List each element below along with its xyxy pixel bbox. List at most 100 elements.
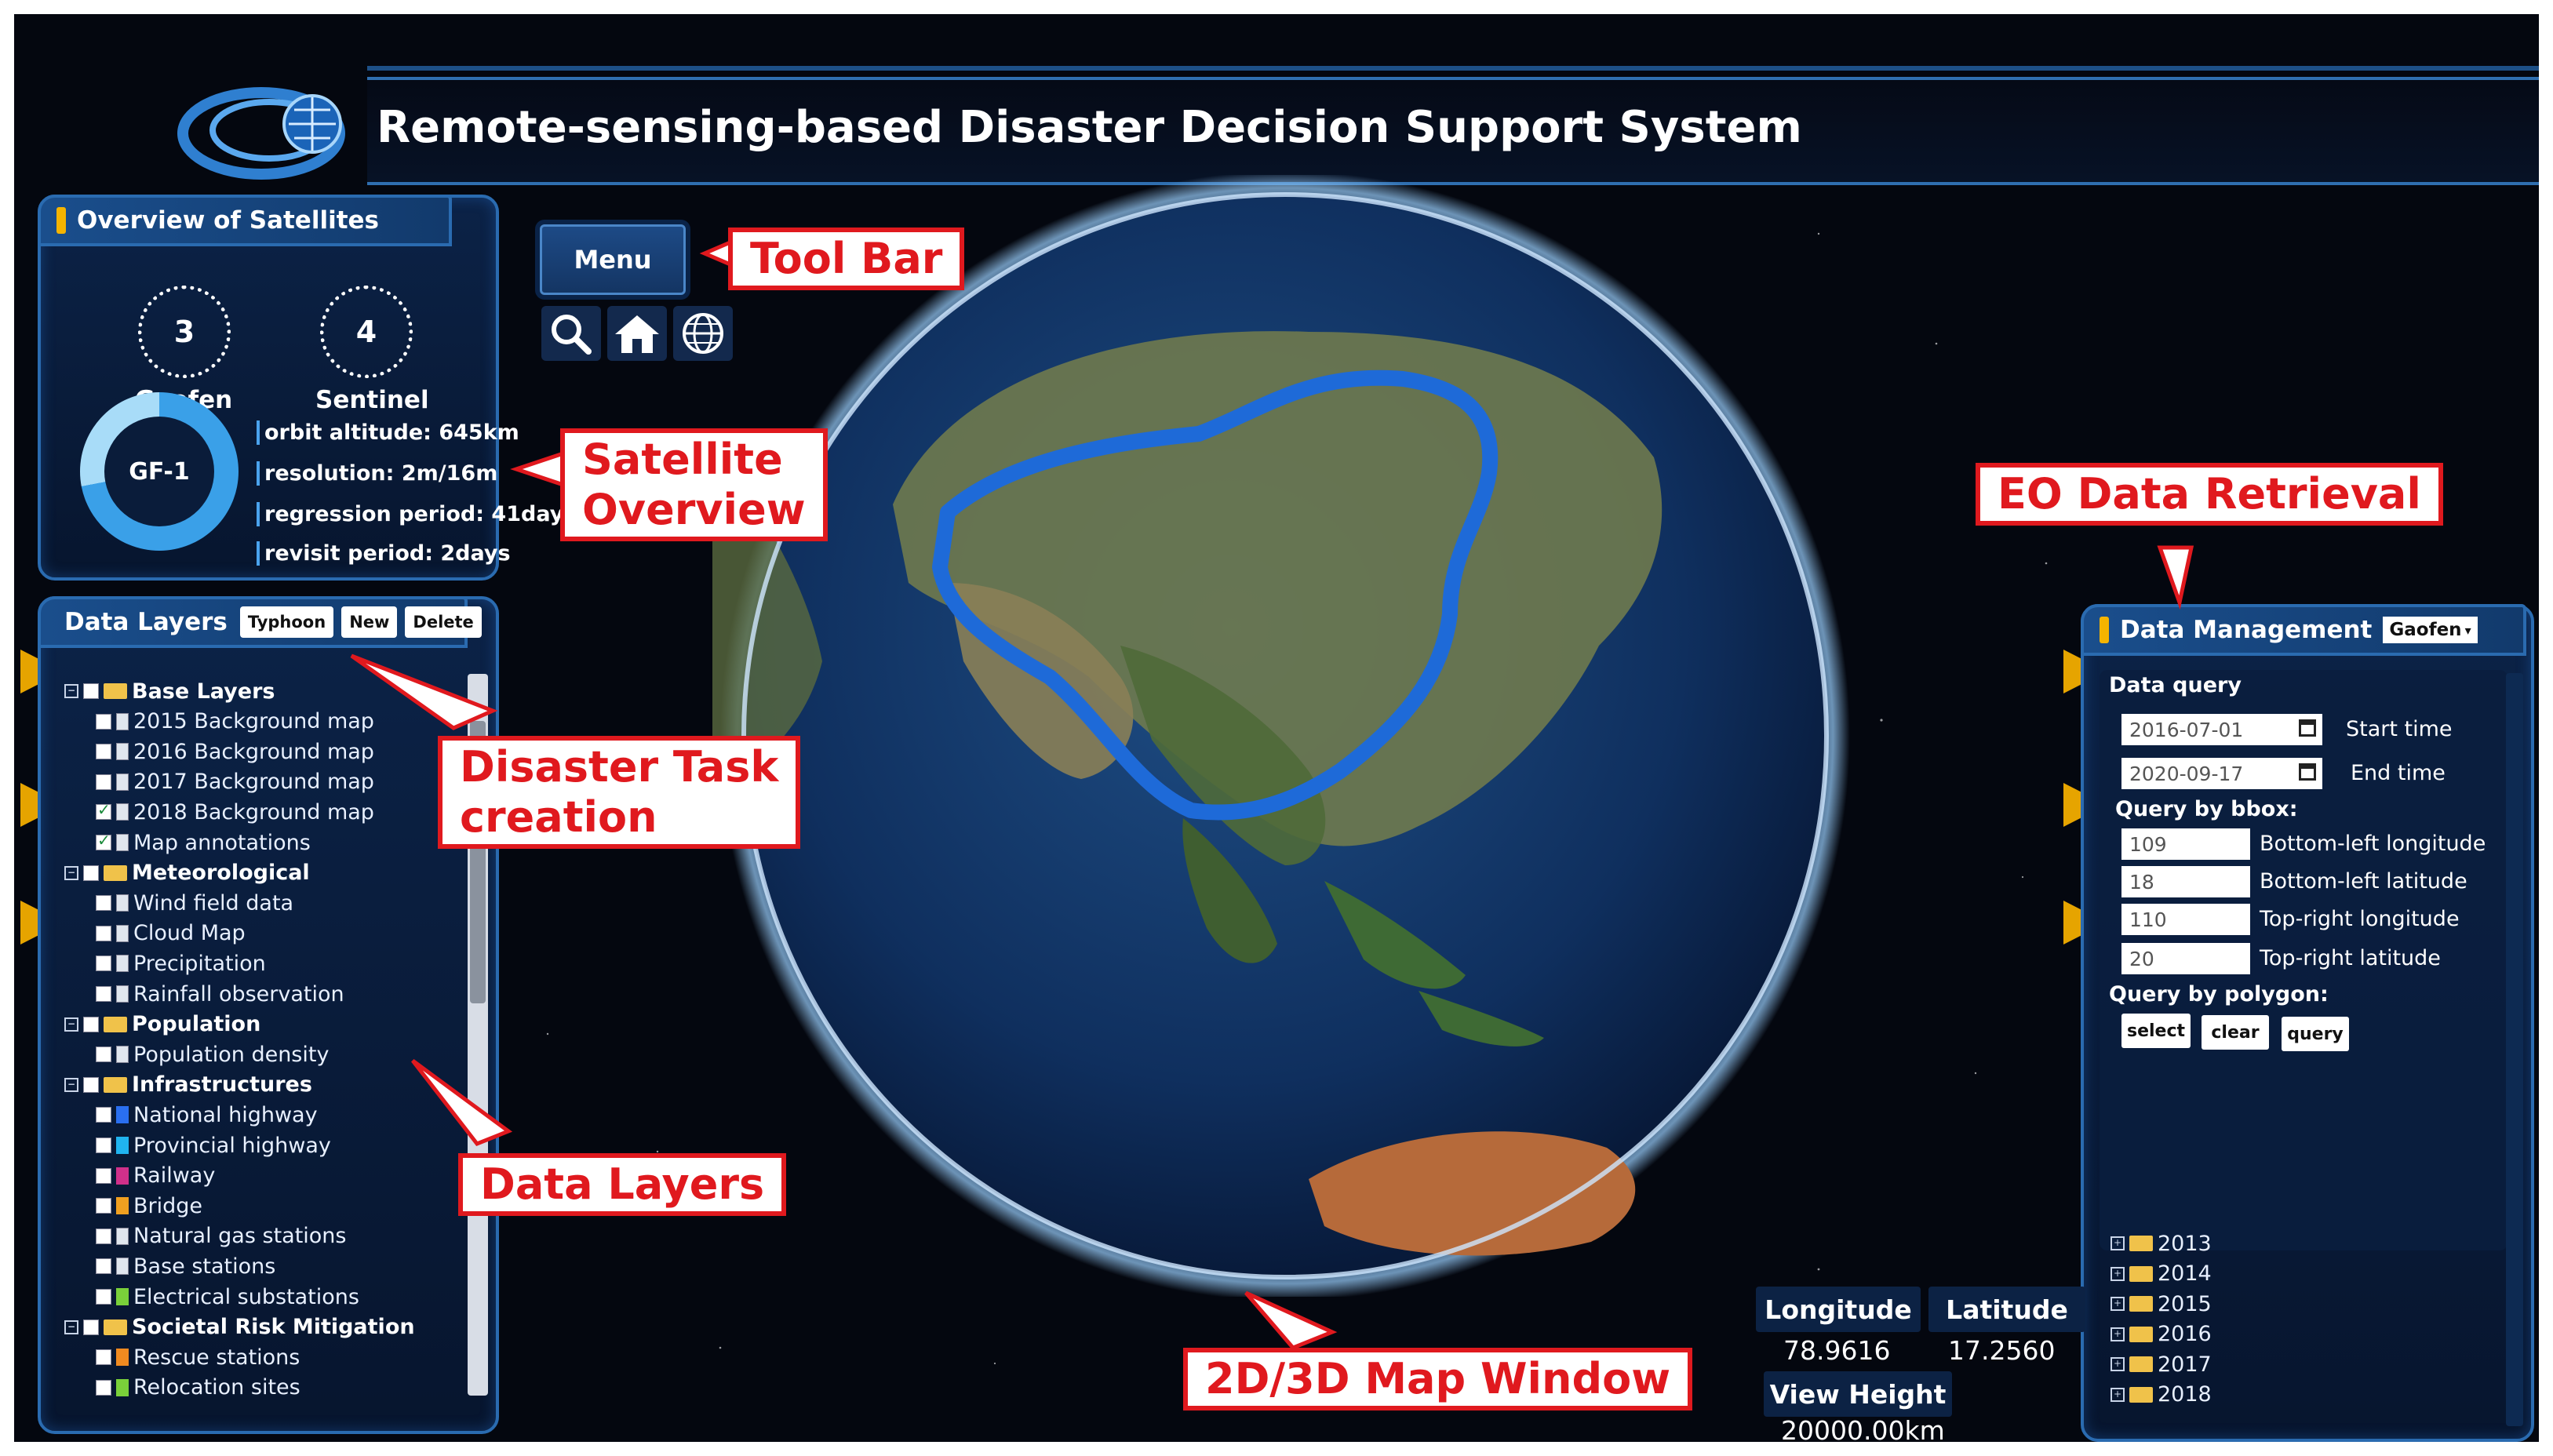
layer-checkbox[interactable]: [96, 1349, 111, 1366]
expand-toggle-icon[interactable]: +: [2111, 1327, 2125, 1341]
new-task-button[interactable]: New: [341, 606, 398, 638]
bbox-tr-lon-input[interactable]: 110: [2121, 904, 2250, 935]
layer-checkbox[interactable]: [96, 925, 111, 941]
side-handle-icon[interactable]: [20, 901, 38, 945]
layer-item[interactable]: 2018 Background map: [96, 797, 374, 827]
layer-item[interactable]: Natural gas stations: [96, 1221, 347, 1251]
data-management-scrollbar[interactable]: [2506, 673, 2523, 1426]
layer-checkbox[interactable]: [96, 1167, 111, 1184]
layer-checkbox[interactable]: [96, 1379, 111, 1396]
layer-item[interactable]: 2017 Background map: [96, 767, 374, 797]
expand-toggle-icon[interactable]: +: [2111, 1266, 2125, 1281]
polygon-query-button[interactable]: query: [2282, 1017, 2349, 1051]
layer-checkbox[interactable]: [96, 956, 111, 972]
layer-item[interactable]: Cloud Map: [96, 919, 246, 948]
layer-checkbox[interactable]: [96, 1046, 111, 1063]
year-node[interactable]: +2016: [2111, 1320, 2212, 1349]
layer-checkbox[interactable]: [96, 744, 111, 760]
year-node[interactable]: +2018: [2111, 1380, 2212, 1410]
layer-label: Bridge: [133, 1193, 203, 1218]
layer-checkbox[interactable]: [96, 800, 111, 821]
layer-checkbox[interactable]: [96, 986, 111, 1002]
gaofen-count[interactable]: 3: [138, 286, 231, 378]
layer-checkbox[interactable]: [83, 1319, 99, 1335]
layer-item[interactable]: Base stations: [96, 1251, 275, 1281]
layer-item[interactable]: Wind field data: [96, 888, 293, 918]
layer-checkbox[interactable]: [83, 1076, 99, 1093]
end-date-input[interactable]: 2020-09-17: [2121, 758, 2322, 789]
bbox-tr-lat-input[interactable]: 20: [2121, 943, 2250, 974]
home-icon[interactable]: [607, 306, 667, 361]
polygon-select-button[interactable]: select: [2121, 1014, 2191, 1048]
side-handle-icon[interactable]: [2063, 650, 2081, 693]
expand-toggle-icon[interactable]: +: [2111, 1236, 2125, 1250]
calendar-icon[interactable]: [2299, 763, 2316, 781]
layer-checkbox[interactable]: [96, 1138, 111, 1153]
layer-checkbox[interactable]: [96, 1228, 111, 1244]
layer-item[interactable]: National highway: [96, 1100, 318, 1130]
side-handle-icon[interactable]: [20, 650, 38, 693]
layer-item[interactable]: Electrical substations: [96, 1282, 359, 1312]
layer-group[interactable]: −Meteorological: [64, 858, 310, 888]
layer-checkbox[interactable]: [96, 1107, 111, 1123]
calendar-icon[interactable]: [2299, 719, 2316, 737]
source-select[interactable]: Gaofen ▾: [2383, 617, 2478, 643]
layer-item[interactable]: Precipitation: [96, 948, 266, 978]
layer-item[interactable]: Provincial highway: [96, 1130, 331, 1160]
side-handle-icon[interactable]: [20, 783, 38, 827]
layer-item[interactable]: Population density: [96, 1039, 329, 1069]
layer-checkbox[interactable]: [96, 1198, 111, 1214]
year-node[interactable]: +2017: [2111, 1349, 2212, 1379]
menu-button[interactable]: Menu: [540, 224, 686, 295]
layer-item[interactable]: 2015 Background map: [96, 707, 374, 737]
gf1-donut-chart[interactable]: GF-1: [80, 392, 239, 551]
search-icon[interactable]: [541, 306, 601, 361]
bbox-bl-lat-input[interactable]: 18: [2121, 866, 2250, 897]
layer-group[interactable]: −Base Layers: [64, 676, 275, 706]
layer-checkbox[interactable]: [96, 1258, 111, 1275]
layer-checkbox[interactable]: [96, 831, 111, 850]
map-globe[interactable]: [712, 175, 1858, 1297]
layer-checkbox[interactable]: [96, 713, 111, 730]
typhoon-button[interactable]: Typhoon: [239, 606, 334, 638]
year-node[interactable]: +2014: [2111, 1259, 2212, 1289]
start-date-input[interactable]: 2016-07-01: [2121, 714, 2322, 745]
expand-toggle-icon[interactable]: −: [64, 865, 78, 880]
bbox-bl-lon-input[interactable]: 109: [2121, 828, 2250, 860]
layer-checkbox[interactable]: [96, 1289, 111, 1305]
delete-button[interactable]: Delete: [405, 606, 482, 638]
layer-checkbox[interactable]: [83, 1016, 99, 1032]
side-handle-icon[interactable]: [2063, 901, 2081, 945]
expand-toggle-icon[interactable]: −: [64, 1320, 78, 1334]
expand-toggle-icon[interactable]: −: [64, 1017, 78, 1032]
expand-toggle-icon[interactable]: +: [2111, 1297, 2125, 1311]
layer-item[interactable]: Rescue stations: [96, 1342, 300, 1372]
layer-type-icon: [116, 1378, 129, 1396]
sentinel-count[interactable]: 4: [320, 286, 413, 378]
layer-checkbox[interactable]: [96, 895, 111, 912]
layer-item[interactable]: Bridge: [96, 1191, 202, 1221]
layer-item[interactable]: Rainfall observation: [96, 979, 344, 1009]
expand-toggle-icon[interactable]: −: [64, 684, 78, 698]
year-node[interactable]: +2015: [2111, 1289, 2212, 1319]
year-node[interactable]: +2013: [2111, 1228, 2212, 1258]
latitude-value: 17.2560: [1948, 1335, 2056, 1366]
side-handle-icon[interactable]: [2063, 783, 2081, 827]
layer-label: 2017 Background map: [133, 770, 374, 795]
polygon-clear-button[interactable]: clear: [2202, 1015, 2269, 1050]
layer-group[interactable]: −Population: [64, 1010, 260, 1039]
spec-regression-period: regression period: 41days: [257, 502, 576, 526]
layer-checkbox[interactable]: [83, 864, 99, 881]
layer-checkbox[interactable]: [83, 683, 99, 699]
expand-toggle-icon[interactable]: +: [2111, 1357, 2125, 1371]
layer-item[interactable]: Map annotations: [96, 828, 311, 857]
layer-group[interactable]: −Infrastructures: [64, 1070, 312, 1100]
globe-icon[interactable]: [673, 306, 733, 361]
expand-toggle-icon[interactable]: +: [2111, 1387, 2125, 1402]
layer-item[interactable]: Railway: [96, 1161, 215, 1191]
layer-item[interactable]: Relocation sites: [96, 1373, 300, 1403]
layer-item[interactable]: 2016 Background map: [96, 737, 374, 766]
expand-toggle-icon[interactable]: −: [64, 1077, 78, 1092]
layer-checkbox[interactable]: [96, 774, 111, 790]
layer-group[interactable]: −Societal Risk Mitigation: [64, 1312, 415, 1342]
